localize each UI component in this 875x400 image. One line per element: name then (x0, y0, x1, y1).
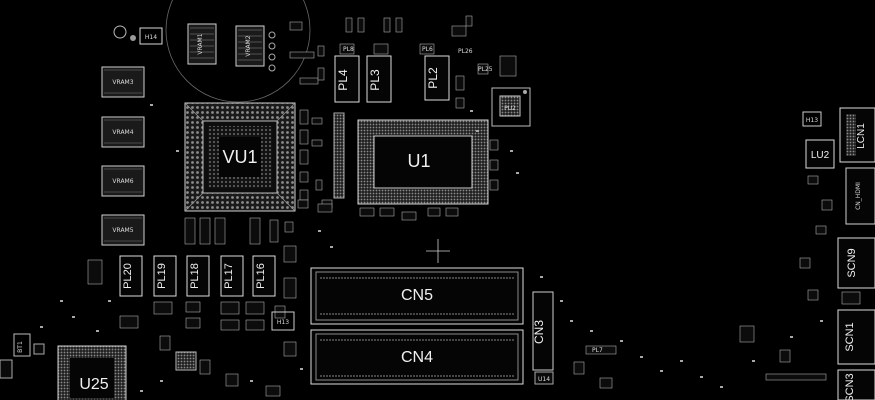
small-ic (175, 351, 197, 371)
scn1-label: SCN1 (844, 322, 856, 351)
cn3-label: CN3 (532, 320, 546, 344)
cn4-label: CN4 (401, 349, 433, 366)
lcn1-connector: LCN1 (839, 107, 875, 163)
h13-bottom: H13 (271, 311, 295, 331)
pl25-label: PL25 (478, 66, 493, 73)
vram6-label: VRAM6 (112, 178, 133, 185)
pu2-label: PU2 (504, 105, 516, 112)
cn3-connector: CN3 U14 (532, 291, 554, 385)
lu2-label: LU2 (811, 150, 830, 161)
vr-passives (87, 245, 297, 397)
u25-label: U25 (79, 376, 108, 393)
vram5-label: VRAM5 (112, 227, 133, 234)
vram3-label: VRAM3 (112, 79, 133, 86)
u25-chip: U25 (57, 345, 127, 400)
pu2-chip: PU2 (491, 87, 531, 127)
pl16-inductor: PL16 (252, 255, 276, 297)
via-column (268, 31, 276, 72)
cn5-slot: CN5 (310, 267, 524, 325)
scn3-connector: SCN3 (837, 369, 875, 400)
scn9-connector: SCN9 (837, 237, 875, 289)
vram4-chip: VRAM4 (101, 116, 145, 148)
pl26-label: PL26 (458, 48, 473, 55)
cn-hdmi-connector: CN_HDMI (845, 167, 875, 225)
pl18-label: PL18 (189, 263, 201, 289)
h13-top: H13 (802, 111, 822, 127)
scn1-connector: SCN1 (837, 309, 875, 365)
pl2-label: PL2 (426, 67, 440, 89)
h14-component: H14 (113, 25, 163, 45)
h13-bottom-label: H13 (277, 319, 289, 326)
vram2-label: VRAM2 (245, 35, 252, 56)
lcn1-label: LCN1 (856, 123, 867, 149)
bt1-label: BT1 (17, 341, 24, 353)
u1-label: U1 (407, 151, 430, 171)
top-passives (289, 15, 517, 109)
cn-hdmi-label: CN_HDMI (855, 182, 862, 210)
right-passives (573, 175, 861, 389)
pl20-label: PL20 (122, 263, 134, 289)
h14-label: H14 (145, 34, 157, 41)
cn4-slot: CN4 (310, 329, 524, 385)
vram5-chip: VRAM5 (101, 214, 145, 246)
vram2-chip: VRAM2 (235, 25, 265, 67)
vu1-gpu: VU1 (184, 102, 296, 212)
cn5-label: CN5 (401, 287, 433, 304)
scn9-label: SCN9 (846, 248, 858, 277)
bt1-battery: BT1 (0, 333, 45, 379)
scn3-label: SCN3 (844, 373, 856, 400)
lu2-chip: LU2 (805, 139, 835, 169)
pl7-label: PL7 (592, 347, 603, 354)
pl19-inductor: PL19 (153, 255, 177, 297)
vram1-label: VRAM1 (197, 33, 204, 54)
crosshair-marker (426, 239, 450, 263)
pl18-inductor: PL18 (186, 255, 210, 297)
pl6-label: PL6 (422, 46, 433, 53)
pl8-label: PL8 (343, 46, 354, 53)
pl2-inductor: PL2 (424, 55, 450, 101)
pl16-label: PL16 (255, 263, 267, 289)
mounting-ring (165, 0, 311, 103)
pl3-inductor: PL3 (366, 55, 392, 103)
pl19-label: PL19 (156, 263, 168, 289)
pl3-label: PL3 (368, 69, 382, 91)
vram3-chip: VRAM3 (101, 66, 145, 98)
u1-passives (315, 139, 499, 221)
vram4-label: VRAM4 (112, 129, 133, 136)
u14-label: U14 (538, 376, 550, 383)
u1-cpu: U1 (333, 112, 489, 205)
pl4-inductor: PL4 (334, 55, 360, 103)
pl20-inductor: PL20 (119, 255, 143, 297)
scattered-pads (40, 104, 823, 392)
vu1-label: VU1 (222, 147, 257, 167)
h13-top-label: H13 (806, 117, 818, 124)
pl4-label: PL4 (336, 69, 350, 91)
vram6-chip: VRAM6 (101, 165, 145, 197)
pl17-label: PL17 (223, 263, 235, 289)
pl17-inductor: PL17 (220, 255, 244, 297)
vram1-chip: VRAM1 (187, 23, 217, 65)
